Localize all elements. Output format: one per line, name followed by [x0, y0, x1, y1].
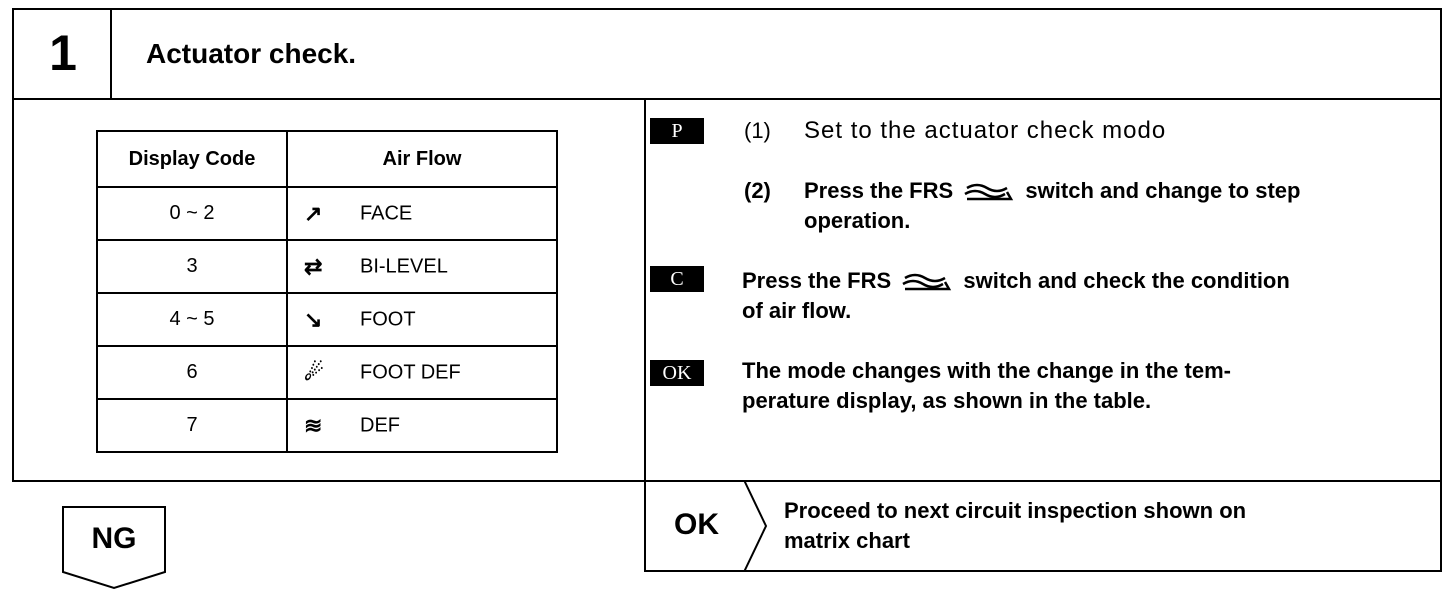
ok-result-text: Proceed to next circuit inspection shown… — [784, 496, 1246, 556]
table-row: 0 ~ 2 ↗ FACE — [96, 186, 558, 241]
step-number: 1 — [49, 25, 77, 81]
frs-switch-icon — [964, 183, 1014, 201]
foot-def-vent-icon: ☄ — [304, 359, 324, 385]
step-2-text: Press the FRS switch and change to step … — [804, 176, 1300, 236]
step-title: Actuator check. — [146, 38, 357, 69]
column-header-display-code: Display Code — [96, 130, 288, 188]
step-1-text: Set to the actuator check modo — [804, 117, 1167, 144]
table-row: 7 ≋ DEF — [96, 398, 558, 453]
display-code-cell: 7 — [96, 398, 288, 453]
air-flow-label: FACE — [360, 202, 413, 224]
defrost-icon: ≋ — [304, 412, 323, 438]
display-code-cell: 3 — [96, 239, 288, 294]
prepare-badge: P — [650, 118, 704, 144]
ok-criteria-line-1: The mode changes with the change in the … — [742, 358, 1231, 383]
check-text-a: Press the FRS — [742, 268, 892, 293]
ok-result-label: OK — [674, 508, 719, 541]
step-number-box: 1 — [14, 10, 112, 98]
column-header-air-flow: Air Flow — [286, 130, 558, 188]
ok-badge: OK — [650, 360, 704, 386]
step-2-text-a: Press the FRS — [804, 178, 954, 203]
air-flow-cell: ≋ DEF — [286, 398, 558, 453]
air-flow-label: FOOT DEF — [360, 361, 461, 383]
display-code-cell: 0 ~ 2 — [96, 186, 288, 241]
display-code-cell: 4 ~ 5 — [96, 292, 288, 347]
display-code-cell: 6 — [96, 345, 288, 400]
step-header: 1 Actuator check. — [14, 10, 1440, 100]
air-flow-cell: ↘ FOOT — [286, 292, 558, 347]
ok-result-line-2: matrix chart — [784, 528, 910, 553]
step-2-text-c: operation. — [804, 208, 911, 233]
air-flow-label: DEF — [360, 414, 400, 436]
ng-result-label: NG — [91, 522, 137, 555]
bi-level-vent-icon: ⇄ — [304, 253, 323, 279]
foot-vent-icon: ↘ — [304, 306, 323, 332]
step-2-text-b: switch and change to step — [1025, 178, 1301, 203]
face-vent-icon: ↗ — [304, 200, 323, 226]
table-row: 3 ⇄ BI-LEVEL — [96, 239, 558, 294]
table-header-row: Display Code Air Flow — [96, 130, 558, 188]
check-text-c: of air flow. — [742, 298, 852, 323]
air-flow-cell: ☄ FOOT DEF — [286, 345, 558, 400]
check-badge: C — [650, 266, 704, 292]
air-flow-label: BI-LEVEL — [360, 255, 448, 277]
air-flow-cell: ↗ FACE — [286, 186, 558, 241]
check-text-b: switch and check the condition — [963, 268, 1290, 293]
table-row: 4 ~ 5 ↘ FOOT — [96, 292, 558, 347]
ok-result-line-1: Proceed to next circuit inspection shown… — [784, 498, 1247, 523]
frs-switch-icon — [902, 273, 952, 291]
ng-arrow-box — [62, 506, 166, 590]
step-1-number: (1) — [744, 118, 771, 143]
check-text: Press the FRS switch and check the condi… — [742, 266, 1290, 326]
table-row: 6 ☄ FOOT DEF — [96, 345, 558, 400]
air-flow-cell: ⇄ BI-LEVEL — [286, 239, 558, 294]
air-flow-label: FOOT — [360, 308, 416, 330]
ok-result-box: OK Proceed to next circuit inspection sh… — [644, 480, 1442, 572]
column-divider — [644, 100, 646, 482]
step-frame: 1 Actuator check. Display Code Air Flow … — [12, 8, 1442, 482]
display-code-table: Display Code Air Flow 0 ~ 2 ↗ FACE 3 ⇄ BI-… — [96, 130, 558, 453]
ok-criteria-line-2: perature display, as shown in the table. — [742, 388, 1152, 413]
ok-criteria-text: The mode changes with the change in the … — [742, 356, 1231, 416]
step-2-number: (2) — [744, 178, 771, 203]
chevron-right-icon — [743, 480, 768, 572]
